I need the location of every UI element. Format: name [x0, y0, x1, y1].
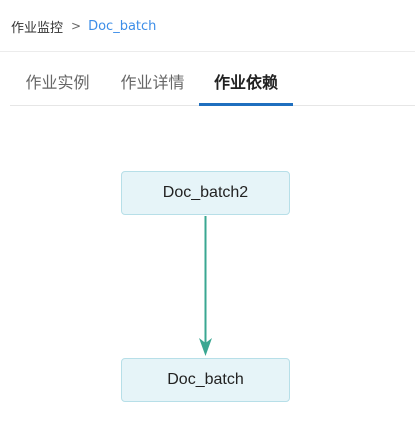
breadcrumb: 作业监控 > Doc_batch	[11, 17, 157, 36]
graph-node-current[interactable]: Doc_batch	[121, 358, 290, 402]
tab-bar: 作业实例 作业详情 作业依赖	[10, 62, 415, 106]
edge-arrowhead	[199, 338, 212, 356]
tab-job-instances[interactable]: 作业实例	[25, 73, 90, 92]
header-divider	[0, 51, 415, 52]
tab-job-dependencies[interactable]: 作业依赖	[213, 73, 278, 92]
breadcrumb-separator: >	[71, 19, 82, 33]
breadcrumb-current-job[interactable]: Doc_batch	[88, 18, 157, 34]
active-tab-indicator	[199, 103, 293, 106]
graph-node-upstream[interactable]: Doc_batch2	[121, 171, 290, 215]
tab-job-details[interactable]: 作业详情	[120, 73, 185, 92]
breadcrumb-job-monitor[interactable]: 作业监控	[11, 20, 64, 36]
